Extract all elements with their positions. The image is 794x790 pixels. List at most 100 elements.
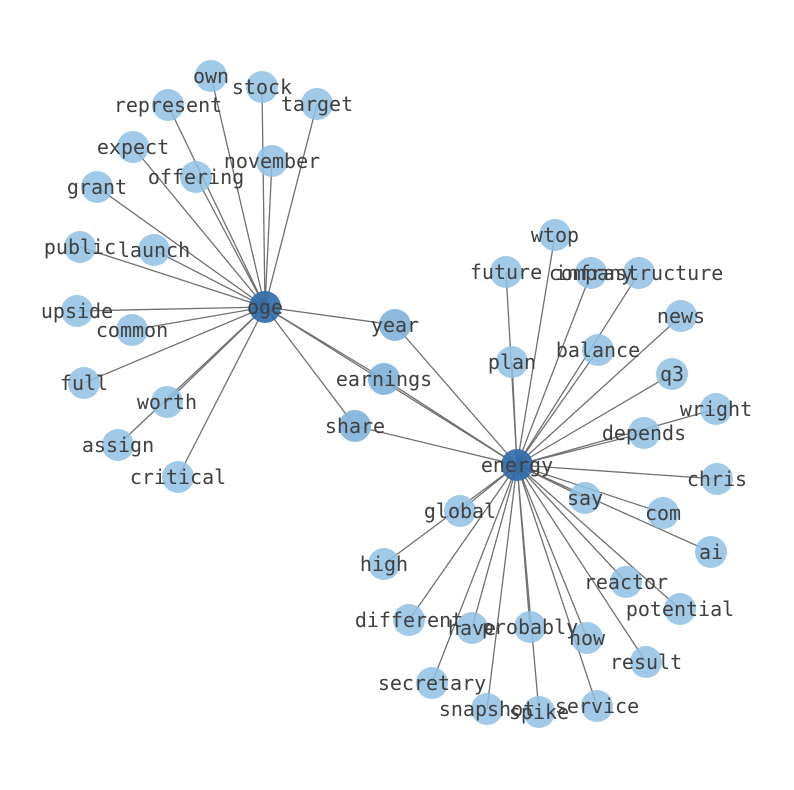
node-represent[interactable] [152, 89, 184, 121]
node-label-represent: represent [114, 93, 222, 117]
node-label-oge: oge [247, 295, 283, 319]
node-label-public: public [44, 235, 116, 259]
edge-energy-reactor [516, 464, 627, 583]
edge-energy-news [516, 315, 682, 466]
node-target[interactable] [301, 88, 333, 120]
node-earnings[interactable] [368, 363, 400, 395]
node-different[interactable] [393, 604, 425, 636]
edge-energy-ai [516, 464, 712, 553]
node-now[interactable] [571, 622, 603, 654]
node-ai[interactable] [695, 536, 727, 568]
node-label-company: company [549, 261, 633, 285]
edge-oge-offering [195, 176, 266, 308]
node-result[interactable] [630, 646, 662, 678]
node-say[interactable] [569, 482, 601, 514]
node-future[interactable] [490, 256, 522, 288]
edge-oge-grant [96, 186, 266, 308]
node-label-high: high [360, 552, 408, 576]
node-probably[interactable] [514, 611, 546, 643]
node-own[interactable] [195, 60, 227, 92]
edge-oge-own [210, 75, 266, 308]
node-label-com: com [645, 501, 681, 525]
node-label-wtop: wtop [531, 223, 579, 247]
node-stock[interactable] [246, 71, 278, 103]
node-year[interactable] [379, 309, 411, 341]
node-wtop[interactable] [539, 219, 571, 251]
node-label-critical: critical [130, 465, 226, 489]
node-label-expect: expect [97, 135, 169, 159]
node-label-ai: ai [699, 540, 723, 564]
node-common[interactable] [116, 314, 148, 346]
node-upside[interactable] [61, 295, 93, 327]
edge-oge-represent [167, 104, 266, 308]
node-wright[interactable] [700, 393, 732, 425]
node-label-year: year [371, 313, 419, 337]
edge-oge-critical [177, 306, 266, 478]
node-com[interactable] [647, 497, 679, 529]
edge-oge-assign [117, 306, 266, 446]
node-depends[interactable] [628, 417, 660, 449]
node-snapshot[interactable] [471, 693, 503, 725]
node-plan[interactable] [496, 346, 528, 378]
node-layer [61, 60, 733, 728]
edge-oge-launch [153, 249, 266, 308]
edge-energy-year [394, 324, 518, 466]
edge-energy-result [516, 464, 647, 663]
node-november[interactable] [256, 145, 288, 177]
node-launch[interactable] [138, 234, 170, 266]
edge-energy-q3 [516, 373, 673, 466]
edge-energy-depends [516, 432, 645, 466]
node-secretary[interactable] [416, 667, 448, 699]
node-energy[interactable] [501, 449, 533, 481]
node-high[interactable] [368, 548, 400, 580]
edge-energy-service [516, 464, 598, 707]
node-assign[interactable] [102, 429, 134, 461]
node-public[interactable] [64, 231, 96, 263]
edge-energy-different [408, 464, 518, 621]
node-have[interactable] [456, 612, 488, 644]
node-share[interactable] [339, 410, 371, 442]
edge-energy-earnings [383, 378, 518, 466]
node-label-chris: chris [687, 467, 747, 491]
node-q3[interactable] [656, 358, 688, 390]
node-label-target: target [281, 92, 353, 116]
node-full[interactable] [68, 367, 100, 399]
node-label-assign: assign [82, 433, 154, 457]
node-global[interactable] [444, 495, 476, 527]
node-reactor[interactable] [610, 566, 642, 598]
node-label-launch: launch [118, 238, 190, 262]
edge-energy-chris [516, 464, 718, 480]
node-label-energy: energy [481, 453, 553, 477]
node-label-secretary: secretary [378, 671, 486, 695]
edge-oge-public [79, 246, 266, 308]
node-potential[interactable] [664, 593, 696, 625]
node-news[interactable] [665, 300, 697, 332]
edge-energy-now [516, 464, 588, 639]
node-oge[interactable] [249, 291, 281, 323]
node-worth[interactable] [151, 386, 183, 418]
node-label-offering: offering [148, 165, 244, 189]
node-chris[interactable] [701, 463, 733, 495]
node-label-balance: balance [556, 338, 640, 362]
node-spike[interactable] [523, 696, 555, 728]
node-service[interactable] [581, 690, 613, 722]
node-label-full: full [60, 371, 108, 395]
edge-energy-balance [516, 349, 599, 466]
node-grant[interactable] [81, 171, 113, 203]
node-infrastructure[interactable] [623, 257, 655, 289]
node-label-now: now [569, 626, 606, 650]
node-critical[interactable] [162, 461, 194, 493]
node-label-reactor: reactor [584, 570, 668, 594]
node-expect[interactable] [117, 131, 149, 163]
edge-oge-november [264, 160, 273, 308]
node-company[interactable] [575, 257, 607, 289]
node-offering[interactable] [180, 161, 212, 193]
edge-energy-plan [511, 361, 518, 466]
node-balance[interactable] [582, 334, 614, 366]
edge-energy-wright [516, 408, 717, 466]
node-label-news: news [657, 304, 705, 328]
edge-oge-share [264, 306, 356, 427]
edge-oge-full [83, 306, 266, 384]
